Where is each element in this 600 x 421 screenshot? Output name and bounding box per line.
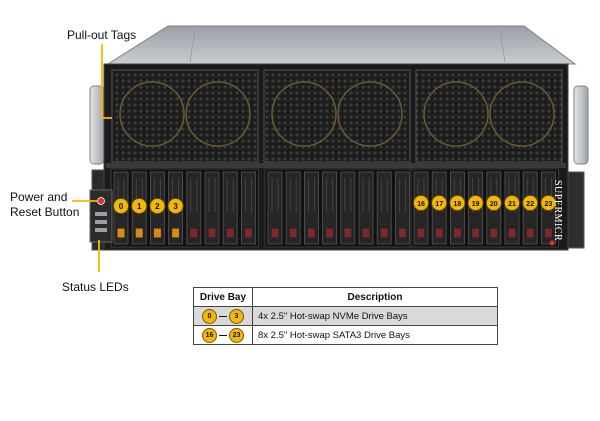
drive-latch[interactable] bbox=[243, 227, 253, 239]
bay-number-badge bbox=[504, 195, 520, 211]
drive-latch[interactable] bbox=[361, 227, 371, 239]
bay-number-badge bbox=[413, 195, 429, 211]
drive-latch[interactable] bbox=[397, 227, 407, 239]
bay-number-label: 19 bbox=[472, 201, 480, 208]
power-reset-button[interactable] bbox=[97, 197, 105, 205]
drive-latch[interactable] bbox=[288, 227, 298, 239]
drive-latch[interactable] bbox=[525, 227, 535, 239]
bay-number-badge bbox=[113, 198, 129, 214]
header-description: Description bbox=[252, 287, 498, 307]
bay-number-badge bbox=[131, 198, 148, 214]
nvme-drive-latch[interactable] bbox=[116, 227, 126, 239]
drive-latch[interactable] bbox=[471, 227, 481, 239]
chassis-top-cover bbox=[106, 25, 577, 65]
bay-number-label: 22 bbox=[526, 201, 534, 208]
bay-number-label: 1 bbox=[137, 202, 142, 211]
drive-latch[interactable] bbox=[225, 227, 235, 239]
bay-number-badge bbox=[485, 195, 502, 211]
callout-power-reset: Power and Reset Button bbox=[10, 190, 79, 220]
bay-badge: 3 bbox=[229, 308, 244, 324]
nvme-drive-latch[interactable] bbox=[152, 227, 162, 239]
bay-number-badge bbox=[540, 195, 557, 211]
nvme-drive-latch[interactable] bbox=[134, 227, 144, 239]
right-rack-ear bbox=[565, 171, 585, 249]
drive-latch[interactable] bbox=[207, 227, 217, 239]
drive-latch[interactable] bbox=[379, 227, 389, 239]
bay-number-badge bbox=[449, 195, 466, 211]
drive-latch[interactable] bbox=[434, 227, 444, 239]
fan-bay-2 bbox=[263, 69, 411, 163]
description-cell: 4x 2.5" Hot-swap NVMe Drive Bays bbox=[252, 306, 498, 326]
drive-latch[interactable] bbox=[452, 227, 462, 239]
bay-number-label: 0 bbox=[119, 202, 124, 211]
bay-number-label: 3 bbox=[173, 202, 178, 211]
bay-number-badge bbox=[467, 195, 484, 211]
fan-bay-1 bbox=[111, 69, 259, 163]
fan-bay-3 bbox=[415, 69, 563, 163]
description-cell: 8x 2.5" Hot-swap SATA3 Drive Bays bbox=[252, 325, 498, 345]
callout-pull-out-tags: Pull-out Tags bbox=[67, 28, 137, 42]
bay-badge: 16 bbox=[202, 327, 217, 343]
bay-number-badge bbox=[149, 198, 166, 214]
bay-number-badge bbox=[522, 195, 539, 211]
header-drive-bay: Drive Bay bbox=[193, 287, 253, 307]
brand-logo: SUPERMICR bbox=[552, 180, 563, 241]
bay-number-label: 21 bbox=[508, 201, 516, 208]
drive-latch[interactable] bbox=[270, 227, 280, 239]
bay-number-label: 2 bbox=[155, 202, 160, 211]
drive-latch[interactable] bbox=[416, 227, 426, 239]
status-leds bbox=[95, 212, 107, 232]
bay-number-label: 16 bbox=[417, 201, 425, 208]
drive-latch[interactable] bbox=[343, 227, 353, 239]
bay-badge: 23 bbox=[229, 327, 244, 343]
bay-number-label: 18 bbox=[454, 201, 462, 208]
bay-number-label: 20 bbox=[490, 201, 498, 208]
bay-number-label: 17 bbox=[435, 201, 443, 208]
bay-badge: 0 bbox=[202, 308, 217, 324]
drive-latch[interactable] bbox=[489, 227, 499, 239]
callout-status-leds: Status LEDs bbox=[62, 280, 129, 294]
callout-power-line1: Power and bbox=[10, 190, 68, 204]
drive-latch[interactable] bbox=[543, 227, 553, 239]
right-rack-handle[interactable] bbox=[573, 85, 589, 165]
callout-lines bbox=[72, 44, 112, 272]
bay-number-label: 23 bbox=[545, 201, 553, 208]
drive-latch[interactable] bbox=[507, 227, 517, 239]
bay-number-badge bbox=[167, 198, 184, 214]
callout-power-line2: Reset Button bbox=[10, 205, 80, 219]
drive-latch[interactable] bbox=[306, 227, 316, 239]
drive-latch[interactable] bbox=[189, 227, 199, 239]
drive-latch[interactable] bbox=[325, 227, 335, 239]
nvme-drive-latch[interactable] bbox=[171, 227, 181, 239]
bay-number-badge bbox=[431, 195, 448, 211]
table-header-row: Drive Bay Description bbox=[193, 287, 498, 307]
